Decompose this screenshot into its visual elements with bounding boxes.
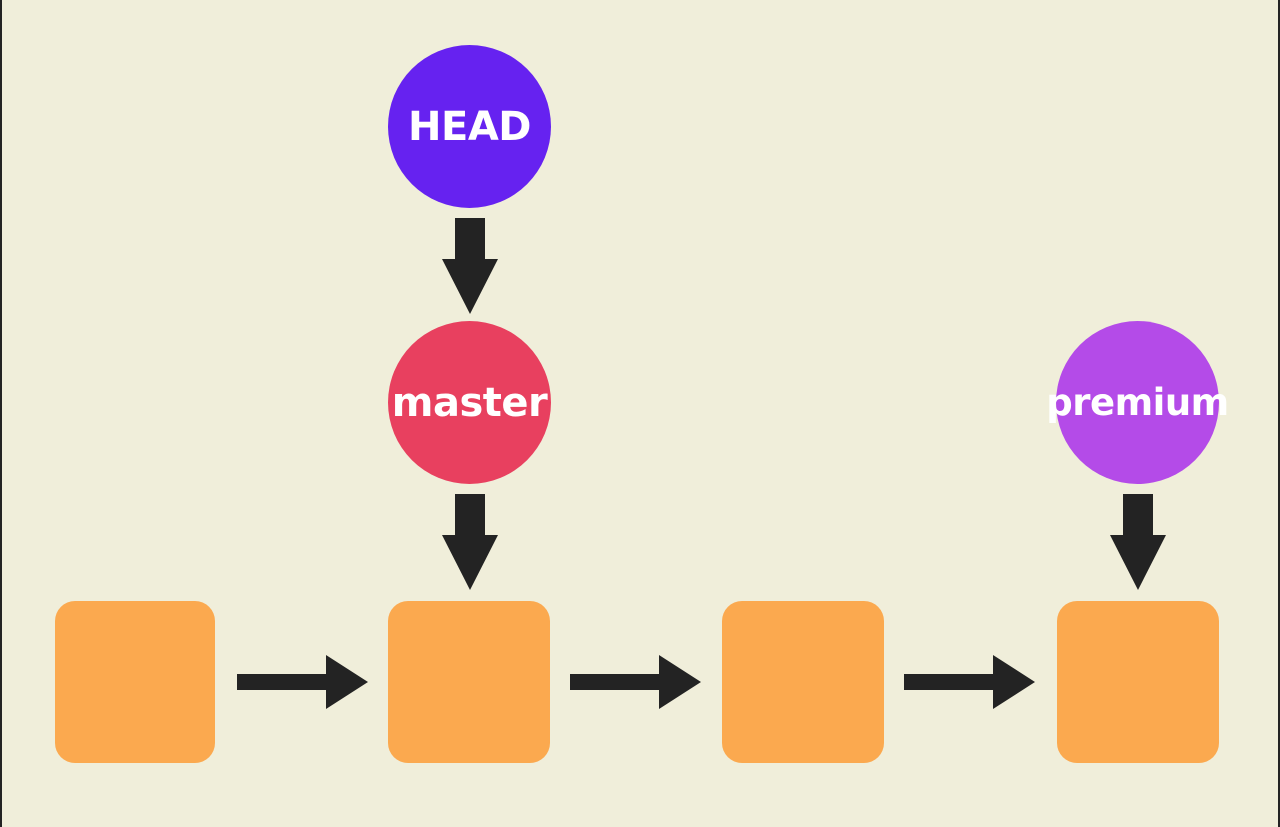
arrow-premium-to-commit4-icon [1110, 494, 1166, 590]
commit-node-2[interactable] [388, 601, 550, 763]
arrow-commit1-to-commit2-icon [237, 655, 368, 709]
arrow-commit3-to-commit4-icon [904, 655, 1035, 709]
ref-label-head: HEAD [408, 103, 531, 150]
arrow-head-to-master-icon [442, 218, 498, 314]
arrow-master-to-commit2-icon [442, 494, 498, 590]
ref-label-master: master [391, 379, 548, 426]
commit-node-1[interactable] [55, 601, 215, 763]
ref-node-premium[interactable]: premium [1046, 321, 1229, 484]
ref-node-head[interactable]: HEAD [388, 45, 551, 208]
ref-label-premium: premium [1046, 381, 1229, 424]
commit-node-4[interactable] [1057, 601, 1219, 763]
arrow-commit2-to-commit3-icon [570, 655, 701, 709]
ref-node-master[interactable]: master [388, 321, 551, 484]
commit-node-3[interactable] [722, 601, 884, 763]
